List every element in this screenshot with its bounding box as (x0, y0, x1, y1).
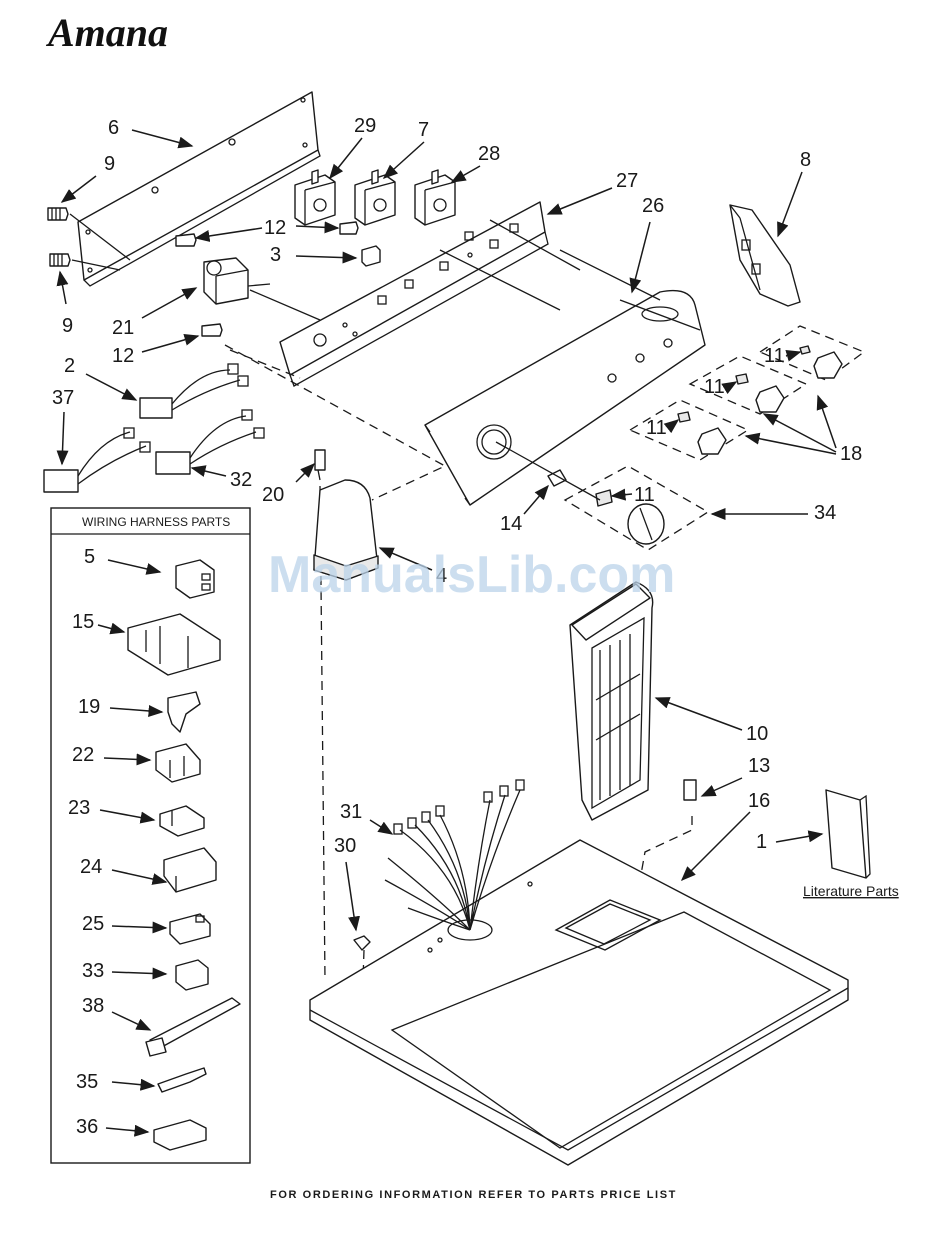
part-knob-1 (800, 346, 842, 378)
callout-9-bottom: 9 (62, 315, 73, 337)
part-9-screw-top (48, 208, 68, 220)
part-29-switch (295, 170, 335, 225)
part-8-end-cap (730, 205, 800, 306)
part-2-harness (140, 364, 248, 418)
callout-18: 18 (840, 443, 862, 465)
part-21-timer (204, 258, 270, 304)
callout-28: 28 (478, 143, 500, 165)
part-32-harness (156, 410, 264, 474)
callout-7: 7 (418, 119, 429, 141)
callout-11-a: 11 (764, 345, 785, 367)
callout-2: 2 (64, 355, 75, 377)
callout-11-c: 11 (646, 417, 667, 439)
wiring-label-38: 38 (82, 995, 104, 1017)
callout-34: 34 (814, 502, 836, 524)
part-10-lint-screen (570, 582, 653, 820)
wiring-label-15: 15 (72, 611, 94, 633)
wiring-label-23: 23 (68, 797, 90, 819)
callout-8: 8 (800, 149, 811, 171)
callout-11-d: 11 (634, 484, 655, 506)
callout-14: 14 (500, 513, 522, 535)
wiring-label-25: 25 (82, 913, 104, 935)
wiring-harness-box: WIRING HARNESS PARTS 5 15 19 22 23 (51, 508, 250, 1163)
part-13-screw (684, 780, 696, 800)
callout-31: 31 (340, 801, 362, 823)
callout-6: 6 (108, 117, 119, 139)
footer-note: FOR ORDERING INFORMATION REFER TO PARTS … (270, 1189, 677, 1201)
part-26-console (425, 291, 705, 505)
callout-10: 10 (746, 723, 768, 745)
callout-3: 3 (270, 244, 281, 266)
callout-12-top: 12 (264, 217, 286, 239)
wiring-part-5 (176, 560, 214, 598)
callout-12-bottom: 12 (112, 345, 134, 367)
part-12-screw-mid (340, 222, 358, 234)
part-16-top-panel (310, 840, 848, 1165)
part-3-clip (362, 246, 380, 266)
callout-13: 13 (748, 755, 770, 777)
wiring-label-22: 22 (72, 744, 94, 766)
part-20-screw (315, 450, 325, 480)
wiring-label-35: 35 (76, 1071, 98, 1093)
part-7-switch (355, 170, 395, 225)
wiring-label-19: 19 (78, 696, 100, 718)
literature-parts-label: Literature Parts (803, 883, 899, 899)
part-12-screw-b (202, 324, 222, 336)
callout-20: 20 (262, 484, 284, 506)
wiring-box-title: WIRING HARNESS PARTS (82, 515, 230, 529)
callout-32: 32 (230, 469, 252, 491)
callout-1: 1 (756, 831, 767, 853)
part-1-literature (826, 790, 870, 878)
wiring-label-33: 33 (82, 960, 104, 982)
part-30-clip (354, 936, 370, 950)
callout-11-b: 11 (704, 376, 725, 398)
brand-logo: Amana (45, 10, 168, 55)
part-9-screw-bottom (50, 254, 70, 266)
callout-37: 37 (52, 387, 74, 409)
part-28-switch (415, 170, 455, 225)
watermark: ManualsLib.com (268, 546, 675, 604)
callout-9-top: 9 (104, 153, 115, 175)
part-12-screw-a (176, 234, 196, 246)
part-knob-3 (678, 412, 726, 454)
callout-27: 27 (616, 170, 638, 192)
wiring-label-36: 36 (76, 1116, 98, 1138)
callout-16: 16 (748, 790, 770, 812)
callout-21: 21 (112, 317, 134, 339)
wiring-part-33 (176, 960, 208, 990)
callout-29: 29 (354, 115, 376, 137)
wiring-label-24: 24 (80, 856, 102, 878)
part-37-harness (44, 428, 150, 492)
callout-30: 30 (334, 835, 356, 857)
callout-26: 26 (642, 195, 664, 217)
wiring-label-5: 5 (84, 546, 95, 568)
